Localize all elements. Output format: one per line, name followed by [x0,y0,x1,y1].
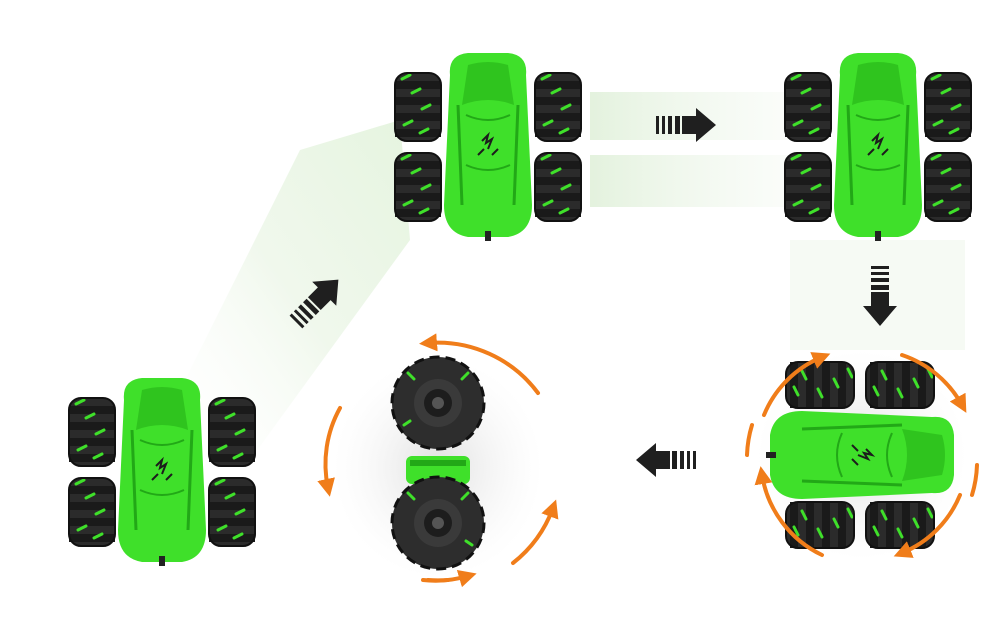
motion-trail-diagonal [170,120,410,460]
car-spinning-sideways [745,350,979,560]
car-after-diagonal-move [395,53,581,241]
arrow-left-icon [636,443,696,477]
car-after-right-move [785,53,971,241]
rotate-arrows-icon [745,352,979,558]
car-standing-on-wheels [317,333,559,588]
rotate-arrows-icon [317,333,559,588]
car-start-position [69,378,255,566]
motion-trail-horizontal [590,92,790,207]
